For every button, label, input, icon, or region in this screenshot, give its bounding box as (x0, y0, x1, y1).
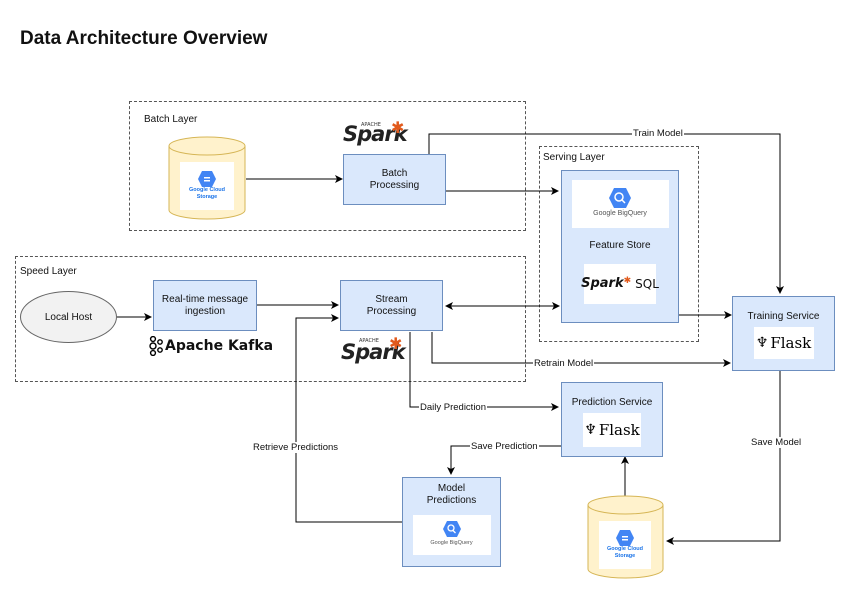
edge-label-save-model: Save Model (750, 437, 803, 448)
speed-layer: Speed Layer (15, 256, 526, 382)
feature-store-node: Google BigQuery Feature Store Spark ✱ SQ… (561, 170, 679, 323)
bigquery-icon-predictions (442, 521, 461, 537)
bigquery-logo-predictions: Google BigQuery (412, 515, 491, 555)
spark-logo-batch: APACHE Spark ✱ (343, 118, 408, 146)
local-host-node: Local Host (20, 291, 117, 343)
training-service-label: Training Service (747, 311, 820, 322)
gcs-icon-models (616, 530, 634, 546)
model-predictions-node: Model Predictions Google BigQuery (402, 477, 501, 567)
stream-processing-node: Stream Processing (340, 280, 443, 331)
flask-logo-training: ♆ Flask (753, 327, 814, 359)
batch-layer: Batch Layer (129, 101, 526, 231)
spark-wordmark-stream: Spark (341, 340, 406, 364)
bigquery-logo-feature: Google BigQuery (571, 180, 669, 228)
batch-layer-label: Batch Layer (144, 114, 198, 125)
edge-save-model (666, 371, 781, 545)
page-title: Data Architecture Overview (20, 28, 268, 49)
edge-train-model (428, 133, 784, 294)
model-predictions-label: Model Predictions (426, 483, 477, 506)
edge-retrain-model (431, 332, 731, 367)
bigquery-label-predictions: Google BigQuery (430, 540, 473, 546)
spark-wordmark: Spark (343, 122, 408, 146)
kafka-icon (149, 336, 163, 356)
prediction-service-node: Prediction Service ♆ Flask (561, 382, 663, 457)
training-service-node: Training Service ♆ Flask (732, 296, 835, 371)
kafka-label: Apache Kafka (165, 338, 274, 354)
edge-retrieve-predictions (295, 314, 402, 523)
realtime-ingestion-label: Real-time message ingestion (161, 293, 249, 317)
batch-processing-label: Batch Processing (369, 167, 420, 191)
gcs-logo: Google Cloud Storage (180, 162, 234, 210)
spark-star-icon-stream: ✱ (389, 334, 403, 353)
spark-sql-wordmark: Spark (581, 276, 624, 291)
gcs-logo-models: Google Cloud Storage (599, 521, 651, 569)
gcs-icon (198, 171, 216, 187)
spark-apache-label: APACHE (361, 122, 381, 128)
feature-store-label: Feature Store (589, 240, 651, 251)
gcs-storage-batch: Google Cloud Storage (168, 136, 246, 220)
prediction-service-label: Prediction Service (571, 397, 653, 408)
spark-sql-star-icon: ✱ (623, 275, 632, 285)
gcs-label-models: Google Cloud Storage (606, 546, 644, 559)
edge-label-save-prediction: Save Prediction (470, 441, 539, 452)
batch-processing-node: Batch Processing (343, 154, 446, 205)
gcs-label: Google Cloud Storage (188, 187, 226, 200)
spark-star-icon: ✱ (391, 118, 405, 137)
flask-wordmark-prediction: Flask (598, 421, 640, 439)
spark-logo-stream: APACHE Spark ✱ (341, 334, 406, 364)
spark-sql-label: SQL (635, 277, 659, 291)
stream-processing-label: Stream Processing (366, 293, 417, 317)
spark-sql-logo: Spark ✱ SQL (581, 264, 659, 304)
edge-daily-prediction (409, 332, 559, 411)
flask-logo-prediction: ♆ Flask (583, 413, 641, 447)
edge-label-retrain-model: Retrain Model (533, 358, 595, 369)
local-host-label: Local Host (44, 311, 93, 323)
gcs-storage-models: Google Cloud Storage (587, 495, 664, 579)
edge-label-retrieve-predictions: Retrieve Predictions (252, 442, 340, 453)
serving-layer: Serving Layer (539, 146, 699, 342)
bigquery-label: Google BigQuery (593, 210, 647, 217)
spark-apache-label-stream: APACHE (359, 338, 379, 344)
bigquery-icon (609, 188, 631, 208)
flask-wordmark-training: Flask (770, 334, 812, 352)
flask-horn-icon-prediction: ♆ (584, 422, 597, 438)
edge-label-train-model: Train Model (632, 128, 684, 139)
kafka-logo: Apache Kafka (149, 336, 273, 356)
serving-layer-label: Serving Layer (543, 152, 605, 163)
realtime-ingestion-node: Real-time message ingestion (153, 280, 257, 331)
edge-label-daily-prediction: Daily Prediction (419, 402, 487, 413)
flask-horn-icon: ♆ (755, 335, 769, 351)
speed-layer-label: Speed Layer (20, 266, 77, 277)
